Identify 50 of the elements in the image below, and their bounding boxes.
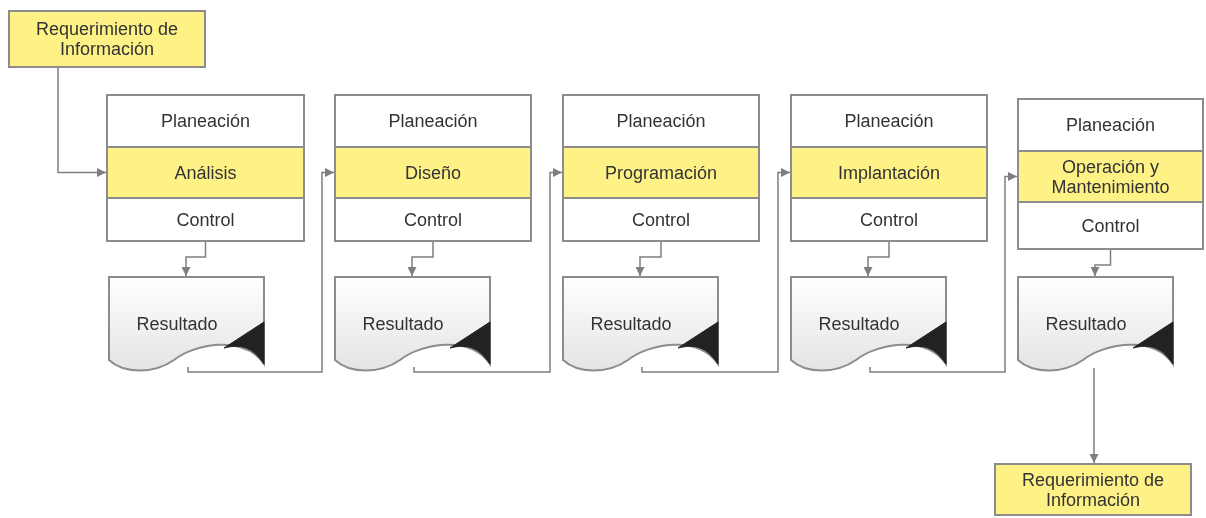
process-box xyxy=(562,197,760,242)
node-label: Control xyxy=(1081,215,1140,236)
arrow xyxy=(641,168,791,373)
node-label: Programación xyxy=(604,162,718,183)
process-box xyxy=(1017,150,1204,203)
node-label: Requerimiento de Información xyxy=(1020,469,1166,510)
node-label: Resultado xyxy=(136,314,218,334)
node-label: Control xyxy=(176,209,235,230)
arrow xyxy=(413,168,563,373)
process-box xyxy=(790,146,988,199)
node-label: Análisis xyxy=(174,162,237,183)
process-box xyxy=(106,146,305,199)
process-box xyxy=(8,10,206,68)
node-label: Resultado xyxy=(590,314,672,334)
node-label: Control xyxy=(404,209,462,230)
process-box xyxy=(334,146,532,199)
node-label: Diseño xyxy=(405,162,461,183)
process-box xyxy=(790,197,988,242)
process-box xyxy=(334,197,532,242)
arrow xyxy=(181,241,207,277)
node-label: Control xyxy=(860,209,918,230)
process-box xyxy=(562,94,760,148)
arrow xyxy=(863,241,890,277)
node-label: Planeación xyxy=(388,111,478,131)
process-box xyxy=(106,197,305,242)
process-box xyxy=(1017,98,1204,152)
arrow xyxy=(407,241,434,277)
process-box xyxy=(1017,201,1204,250)
node-label: Resultado xyxy=(362,314,444,334)
arrow xyxy=(187,168,335,373)
arrow xyxy=(869,172,1018,373)
node-label: Operación y Mantenimiento xyxy=(1050,156,1171,197)
arrow xyxy=(57,67,107,177)
node-label: Requerimiento de Información xyxy=(34,19,180,59)
node-label: Planeación xyxy=(1065,115,1156,135)
node-label: Resultado xyxy=(818,314,900,334)
node-label: Resultado xyxy=(1045,314,1127,334)
arrow xyxy=(1089,367,1099,464)
process-box xyxy=(106,94,305,148)
node-label: Planeación xyxy=(160,111,251,131)
process-box xyxy=(334,94,532,148)
arrow xyxy=(1090,249,1112,277)
process-box xyxy=(562,146,760,199)
node-label: Implantación xyxy=(837,162,941,183)
process-box xyxy=(994,463,1192,516)
node-label: Control xyxy=(632,209,690,230)
process-box xyxy=(790,94,988,148)
arrow xyxy=(635,241,662,277)
node-label: Planeación xyxy=(844,111,934,131)
node-label: Planeación xyxy=(616,111,706,131)
